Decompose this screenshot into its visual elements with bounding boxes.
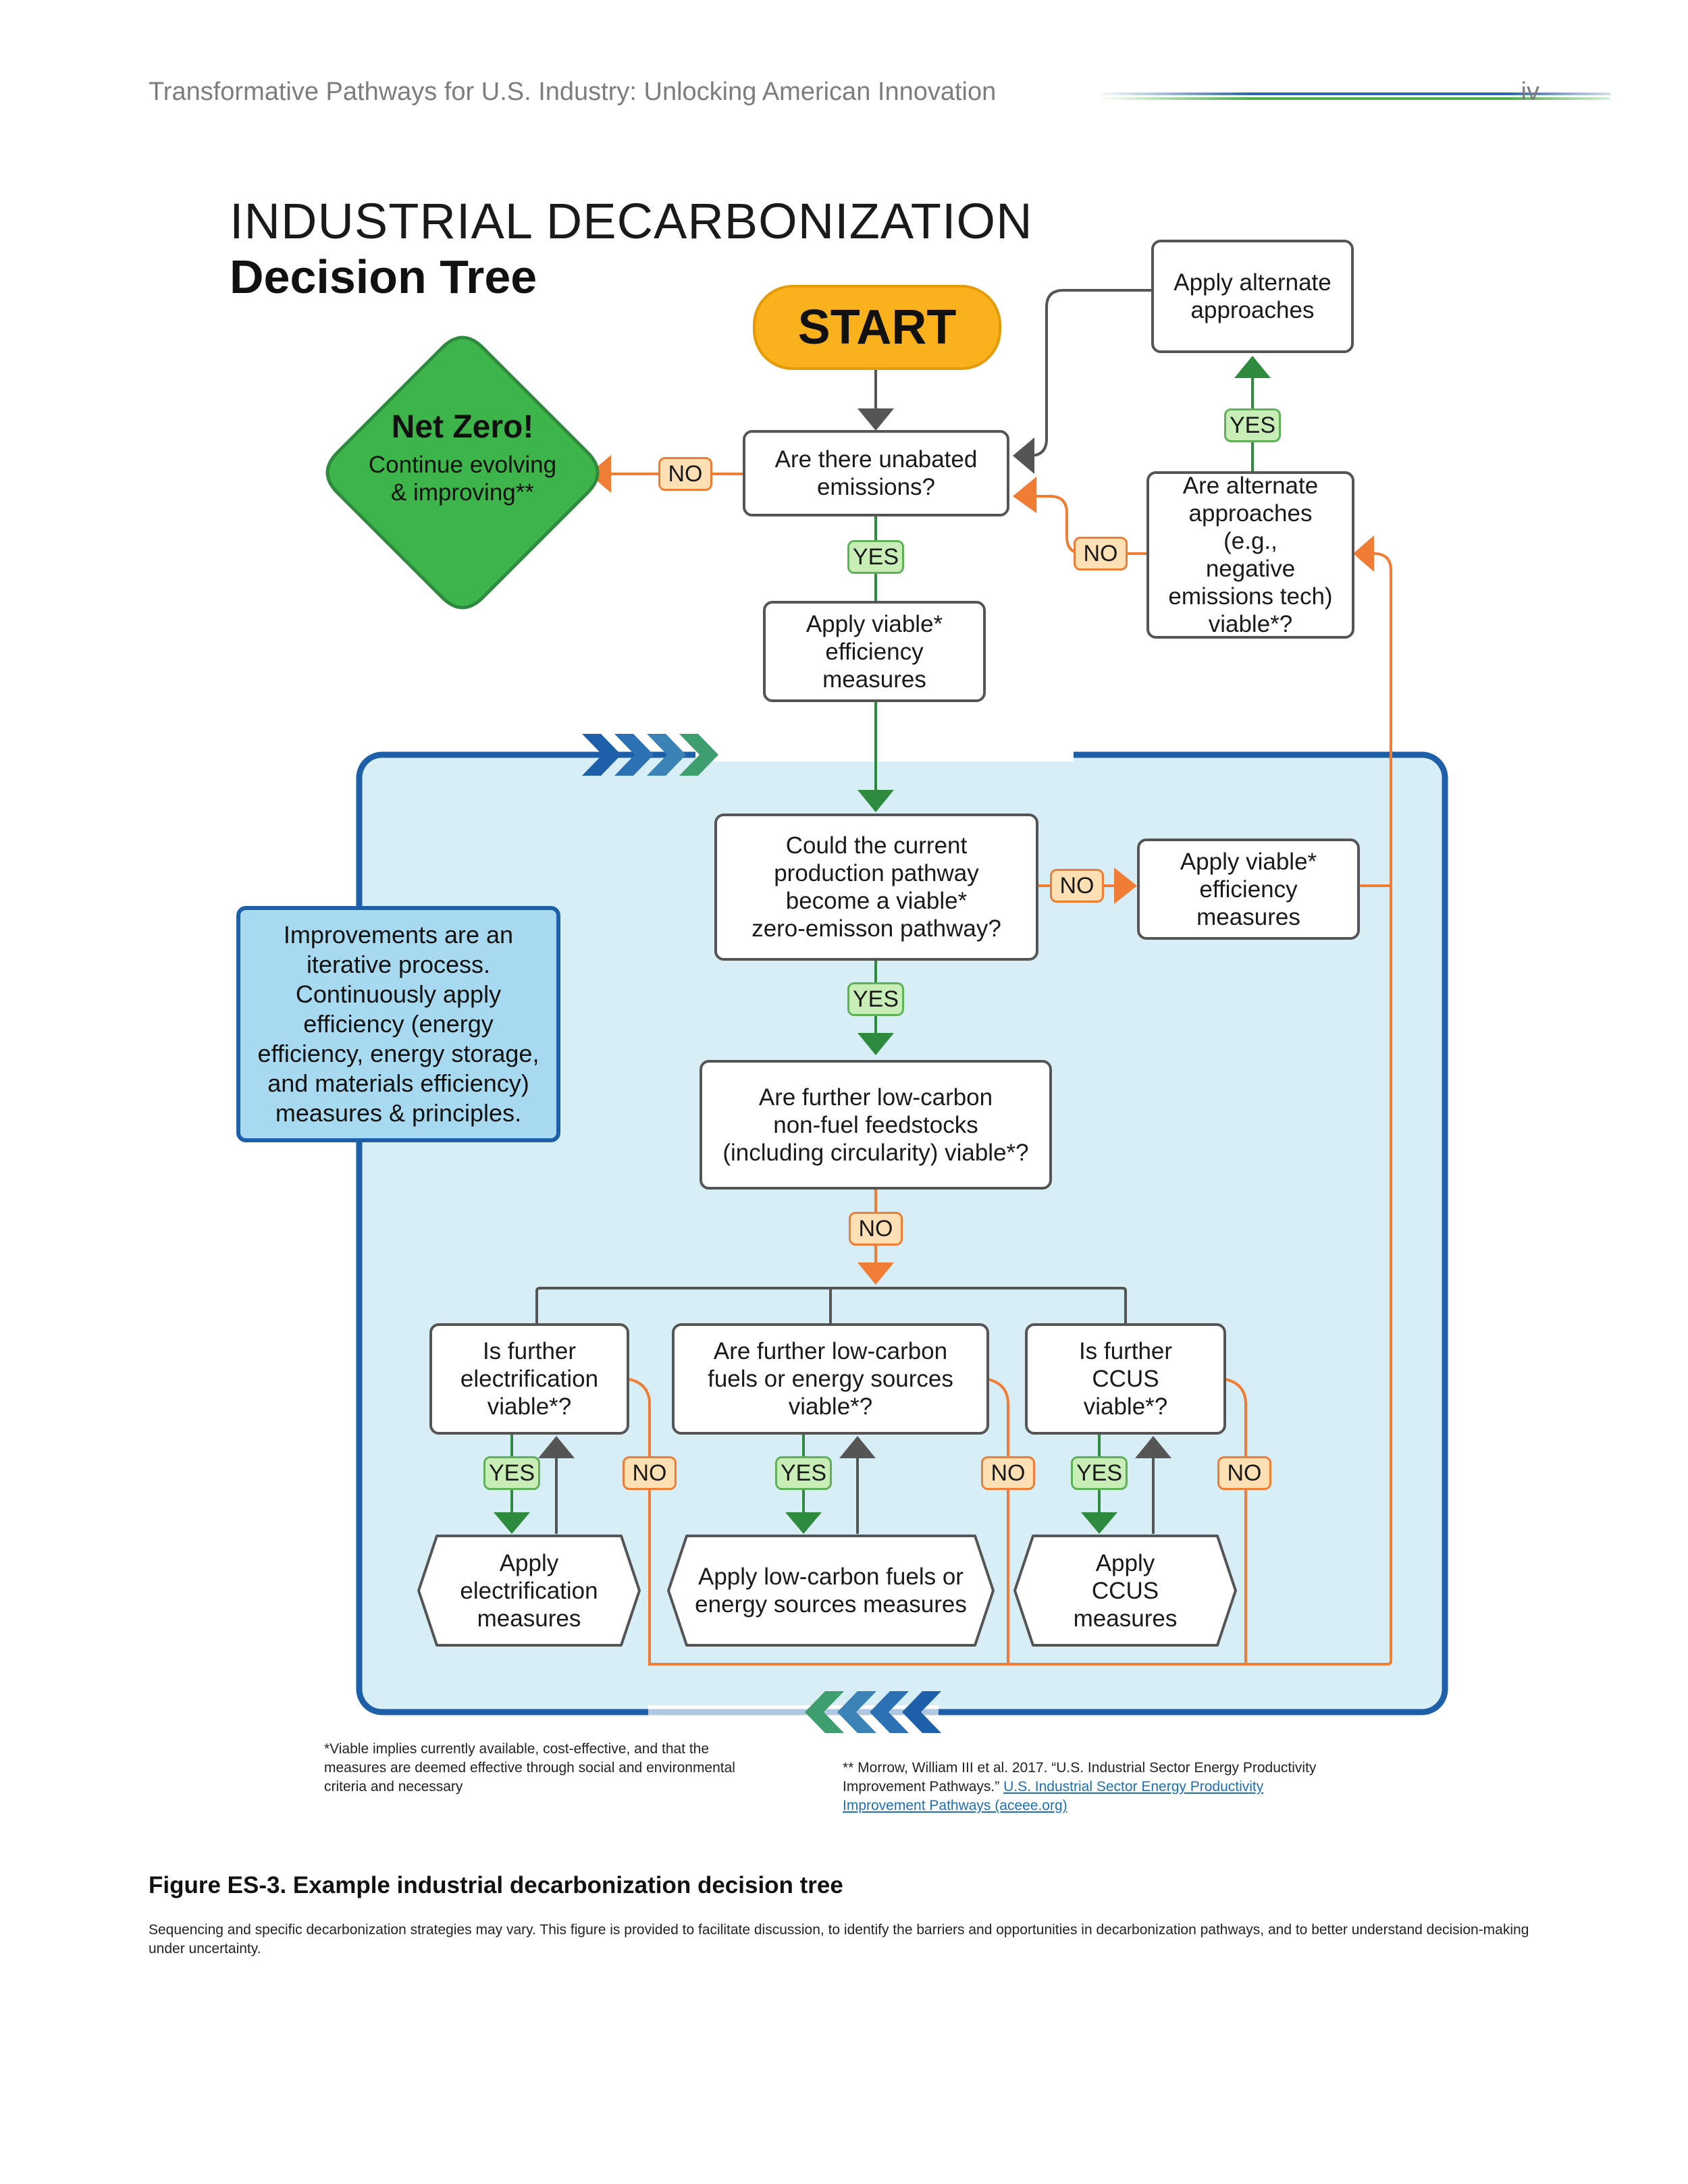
badge-no-net-zero: NO (658, 457, 712, 491)
badge-yes-production: YES (847, 982, 904, 1016)
node-apply-efficiency-top: Apply viable* efficiency measures (763, 601, 986, 702)
loop-chevrons-top (582, 734, 718, 776)
badge-yes-unabated: YES (847, 540, 904, 574)
node-ccus-question: Is further CCUS viable*? (1025, 1323, 1226, 1435)
start-node: START (753, 285, 1001, 370)
badge-yes-ccus: YES (1071, 1456, 1128, 1490)
badge-yes-fuels: YES (775, 1456, 832, 1490)
header-rule (1097, 92, 1610, 101)
node-alternate-viable: Are alternate approaches (e.g., negative… (1146, 471, 1354, 639)
badge-no-fuels: NO (981, 1456, 1035, 1490)
badge-no-alternate: NO (1074, 537, 1128, 570)
net-zero-title: Net Zero! (391, 409, 534, 445)
apply-fuels-label: Apply low-carbon fuels or energy sources… (695, 1564, 967, 1618)
node-unabated-emissions: Are there unabated emissions? (743, 430, 1009, 516)
diagram-title: INDUSTRIAL DECARBONIZATION (230, 193, 1033, 249)
diagram-subtitle: Decision Tree (230, 250, 537, 303)
node-apply-electrification: Apply electrification measures (417, 1534, 641, 1647)
footnote-reference-text: ** Morrow, William III et al. 2017. “U.S… (843, 1760, 1317, 1794)
document-title: Transformative Pathways for U.S. Industr… (149, 78, 997, 106)
figure-caption-title: Figure ES-3. Example industrial decarbon… (149, 1872, 843, 1898)
figure-caption-text: Sequencing and specific decarbonization … (149, 1922, 1529, 1956)
node-electrification-question: Is further electrification viable*? (429, 1323, 629, 1435)
badge-no-production: NO (1050, 869, 1104, 903)
loop-chevrons-bottom (805, 1691, 941, 1733)
iterative-process-note: Improvements are an iterative process. C… (236, 906, 560, 1142)
node-apply-ccus: Apply CCUS measures (1013, 1534, 1238, 1647)
page-header: Transformative Pathways for U.S. Industr… (149, 78, 1610, 118)
net-zero-subtitle: Continue evolving & improving** (368, 452, 557, 506)
footnote-viable: *Viable implies currently available, cos… (324, 1741, 735, 1794)
apply-electrification-label: Apply electrification measures (460, 1549, 598, 1632)
node-production-pathway: Could the current production pathway bec… (714, 814, 1038, 961)
badge-no-feedstocks: NO (849, 1212, 903, 1246)
page-number: iv (1521, 78, 1539, 106)
node-apply-efficiency-right: Apply viable* efficiency measures (1137, 838, 1360, 940)
net-zero-node: Net Zero! Continue evolving & improving*… (314, 324, 611, 621)
node-apply-alternate: Apply alternate approaches (1151, 240, 1354, 353)
apply-ccus-label: Apply CCUS measures (1073, 1549, 1178, 1632)
node-fuels-question: Are further low-carbon fuels or energy s… (672, 1323, 989, 1435)
badge-yes-electrification: YES (483, 1456, 540, 1490)
node-apply-fuels: Apply low-carbon fuels or energy sources… (666, 1534, 995, 1647)
footnote-reference-link[interactable]: U.S. Industrial Sector Energy Productivi… (843, 1779, 1264, 1813)
node-feedstocks: Are further low-carbon non-fuel feedstoc… (700, 1060, 1052, 1190)
badge-no-electrification: NO (623, 1456, 677, 1490)
footnote-reference: ** Morrow, William III et al. 2017. “U.S… (843, 1740, 1396, 1815)
badge-no-ccus: NO (1217, 1456, 1271, 1490)
badge-yes-alternate: YES (1224, 408, 1281, 442)
